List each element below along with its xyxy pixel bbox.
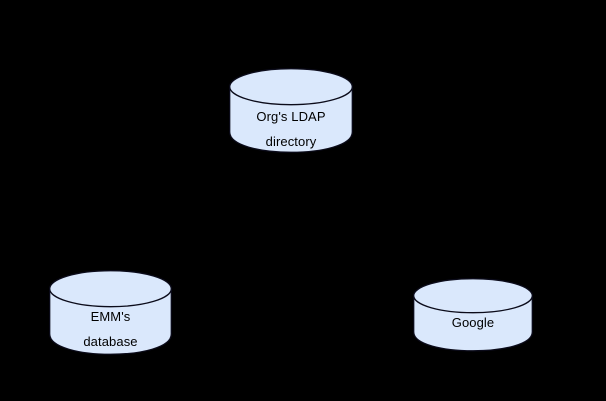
- database-cylinder-icon: [413, 278, 533, 352]
- cylinder-top-cap: [229, 68, 353, 106]
- database-cylinder-icon: [49, 270, 172, 355]
- database-cylinder-icon: [229, 68, 353, 153]
- node-google[interactable]: Google: [413, 278, 533, 358]
- cylinder-top-cap: [49, 270, 172, 308]
- cylinder-top-cap: [413, 278, 533, 314]
